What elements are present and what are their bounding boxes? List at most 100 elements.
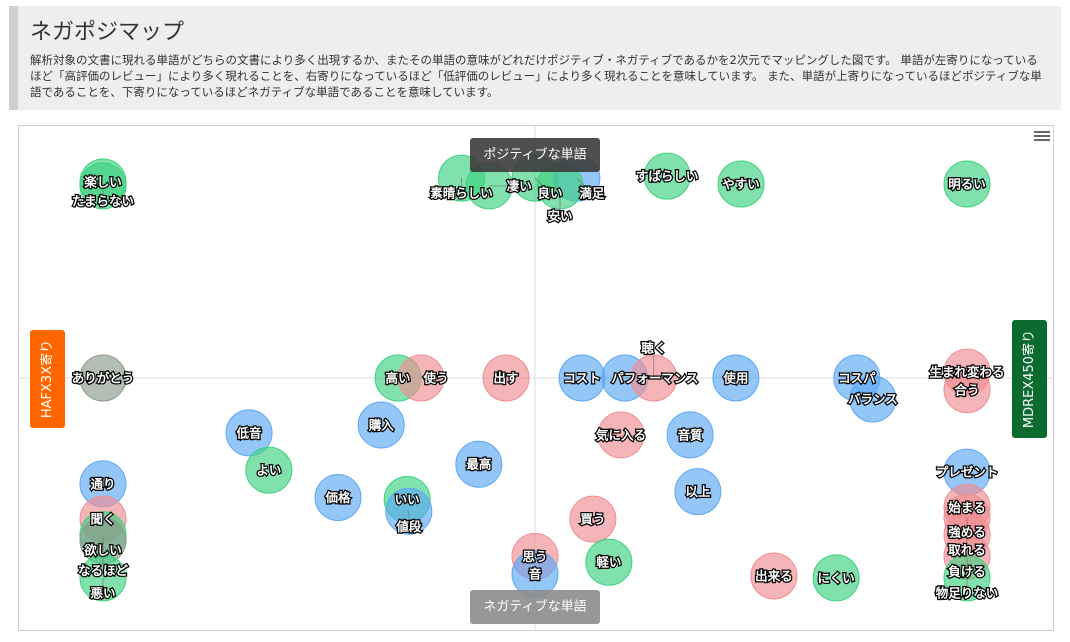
point-marker[interactable] bbox=[79, 354, 127, 402]
point-marker[interactable] bbox=[597, 411, 645, 459]
point-marker[interactable] bbox=[585, 538, 633, 586]
right-axis-label-text: MDREX450寄り bbox=[1021, 330, 1037, 428]
data-point[interactable] bbox=[674, 468, 722, 516]
point-label: 合う bbox=[954, 382, 979, 397]
data-point[interactable] bbox=[79, 354, 127, 402]
point-label: 素晴らしい bbox=[430, 186, 493, 201]
point-marker[interactable] bbox=[943, 160, 991, 208]
point-label: 音 bbox=[529, 567, 542, 582]
point-label: 明るい bbox=[948, 176, 986, 191]
point-label: 聞く bbox=[90, 512, 115, 527]
data-point[interactable] bbox=[455, 440, 503, 488]
point-label: 良い bbox=[537, 186, 562, 201]
data-point[interactable] bbox=[357, 401, 405, 449]
point-label: にくい bbox=[817, 570, 854, 585]
point-label: すばらしい bbox=[636, 169, 699, 184]
data-point[interactable] bbox=[245, 446, 293, 494]
data-point[interactable] bbox=[712, 354, 760, 402]
point-label: 物足りない bbox=[936, 585, 999, 600]
point-marker[interactable] bbox=[674, 468, 722, 516]
point-label: バランス bbox=[848, 391, 898, 406]
chart-menu-icon[interactable] bbox=[1034, 129, 1050, 143]
point-marker[interactable] bbox=[717, 160, 765, 208]
data-point[interactable] bbox=[666, 411, 714, 459]
point-label: 負ける bbox=[948, 564, 986, 579]
point-marker[interactable] bbox=[225, 409, 273, 457]
point-label: 最高 bbox=[466, 457, 491, 472]
point-label: ありがとう bbox=[72, 371, 135, 386]
page-description: 解析対象の文書に現れる単語がどちらの文書により多く出現するか、またその単語の意味… bbox=[30, 53, 1042, 99]
point-label: 使う bbox=[422, 371, 448, 386]
point-label: プレゼント bbox=[936, 465, 999, 480]
data-point[interactable] bbox=[225, 409, 273, 457]
point-label: 以上 bbox=[685, 484, 711, 499]
data-point[interactable] bbox=[643, 152, 691, 200]
point-label: 高い bbox=[386, 371, 411, 386]
label-leader-line bbox=[576, 177, 593, 194]
point-marker[interactable] bbox=[943, 366, 991, 414]
left-axis-label-text: HAFX3X寄り bbox=[39, 340, 55, 418]
data-point[interactable] bbox=[943, 160, 991, 208]
data-point[interactable] bbox=[569, 495, 617, 543]
header-panel: ネガポジマップ 解析対象の文書に現れる単語がどちらの文書により多く出現するか、ま… bbox=[9, 6, 1061, 110]
point-label: なるほど bbox=[78, 563, 129, 578]
point-label: 安い bbox=[548, 208, 573, 223]
data-point[interactable] bbox=[812, 554, 860, 602]
point-label: パフォーマンス bbox=[611, 371, 698, 386]
point-marker[interactable] bbox=[849, 375, 897, 423]
point-label: コスト bbox=[563, 371, 601, 386]
point-label: コスパ bbox=[838, 371, 876, 386]
point-label: 凄い bbox=[507, 178, 532, 193]
data-point[interactable] bbox=[482, 354, 530, 402]
data-point[interactable] bbox=[597, 411, 645, 459]
point-marker[interactable] bbox=[666, 411, 714, 459]
point-label: たまらない bbox=[72, 193, 134, 208]
point-label: 強める bbox=[948, 525, 986, 540]
point-marker[interactable] bbox=[812, 554, 860, 602]
point-label: 始まる bbox=[948, 500, 986, 515]
point-label: 思う bbox=[522, 549, 547, 564]
right-axis-label: MDREX450寄り bbox=[1012, 320, 1047, 438]
positive-axis-label: ポジティブな単語 bbox=[470, 138, 600, 172]
label-leader-line bbox=[534, 177, 551, 194]
point-label: よい bbox=[256, 463, 281, 478]
point-label: 購入 bbox=[368, 418, 395, 433]
point-label: 悪い bbox=[90, 585, 115, 600]
point-label: やすい bbox=[722, 176, 760, 191]
point-label: 買う bbox=[580, 512, 605, 527]
point-marker[interactable] bbox=[482, 354, 530, 402]
page-title: ネガポジマップ bbox=[30, 20, 185, 45]
point-label: 通り bbox=[90, 476, 115, 491]
negative-axis-label-text: ネガティブな単語 bbox=[483, 599, 586, 615]
negative-axis-label: ネガティブな単語 bbox=[470, 590, 600, 624]
chart-container bbox=[18, 125, 1054, 631]
point-label: 出来る bbox=[755, 568, 793, 583]
point-marker[interactable] bbox=[314, 474, 362, 522]
point-marker[interactable] bbox=[643, 152, 691, 200]
data-point[interactable] bbox=[849, 375, 897, 423]
point-label: 低音 bbox=[236, 425, 263, 440]
point-marker[interactable] bbox=[357, 401, 405, 449]
point-label: 使用 bbox=[722, 371, 748, 386]
point-marker[interactable] bbox=[712, 354, 760, 402]
point-marker[interactable] bbox=[245, 446, 293, 494]
point-marker[interactable] bbox=[455, 440, 503, 488]
point-label: 出す bbox=[494, 371, 519, 386]
data-point[interactable] bbox=[717, 160, 765, 208]
positive-axis-label-text: ポジティブな単語 bbox=[483, 147, 586, 163]
point-label: 生まれ変わる bbox=[929, 365, 1004, 380]
point-marker[interactable] bbox=[569, 495, 617, 543]
point-label: 取れる bbox=[948, 542, 986, 557]
point-marker[interactable] bbox=[750, 552, 798, 600]
point-label: 楽しい bbox=[83, 175, 122, 190]
point-label: 価格 bbox=[325, 490, 352, 505]
data-point[interactable] bbox=[750, 552, 798, 600]
data-point[interactable] bbox=[585, 538, 633, 586]
point-label: 音質 bbox=[678, 427, 704, 442]
point-label: 値段 bbox=[395, 519, 422, 534]
point-label: 欲しい bbox=[83, 542, 122, 557]
left-axis-label: HAFX3X寄り bbox=[30, 330, 65, 428]
data-point[interactable] bbox=[943, 366, 991, 414]
data-point[interactable] bbox=[314, 474, 362, 522]
